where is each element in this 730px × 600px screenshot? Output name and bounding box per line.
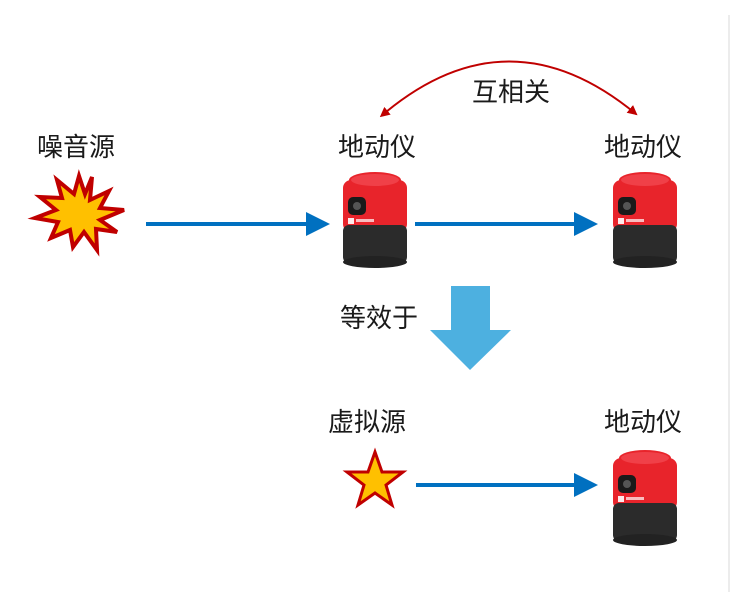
equivalent-label: 等效于 <box>340 304 419 334</box>
virtual-source-label: 虚拟源 <box>328 408 407 438</box>
sensor-3-label: 地动仪 <box>604 408 683 438</box>
correlation-label: 互相关 <box>472 78 551 108</box>
seismometer-device-3 <box>613 450 677 546</box>
seismometer-device-1 <box>343 172 407 268</box>
explosion-burst-icon <box>27 169 125 257</box>
right-border-line <box>728 15 730 592</box>
equivalence-down-arrow <box>430 286 511 370</box>
seismometer-device-2 <box>613 172 677 268</box>
noise-source-label: 噪音源 <box>37 133 116 163</box>
sensor-1-label: 地动仪 <box>338 133 417 163</box>
star-icon <box>342 447 408 509</box>
sensor-2-label: 地动仪 <box>604 133 683 163</box>
correlation-arc-arrow <box>379 60 638 118</box>
